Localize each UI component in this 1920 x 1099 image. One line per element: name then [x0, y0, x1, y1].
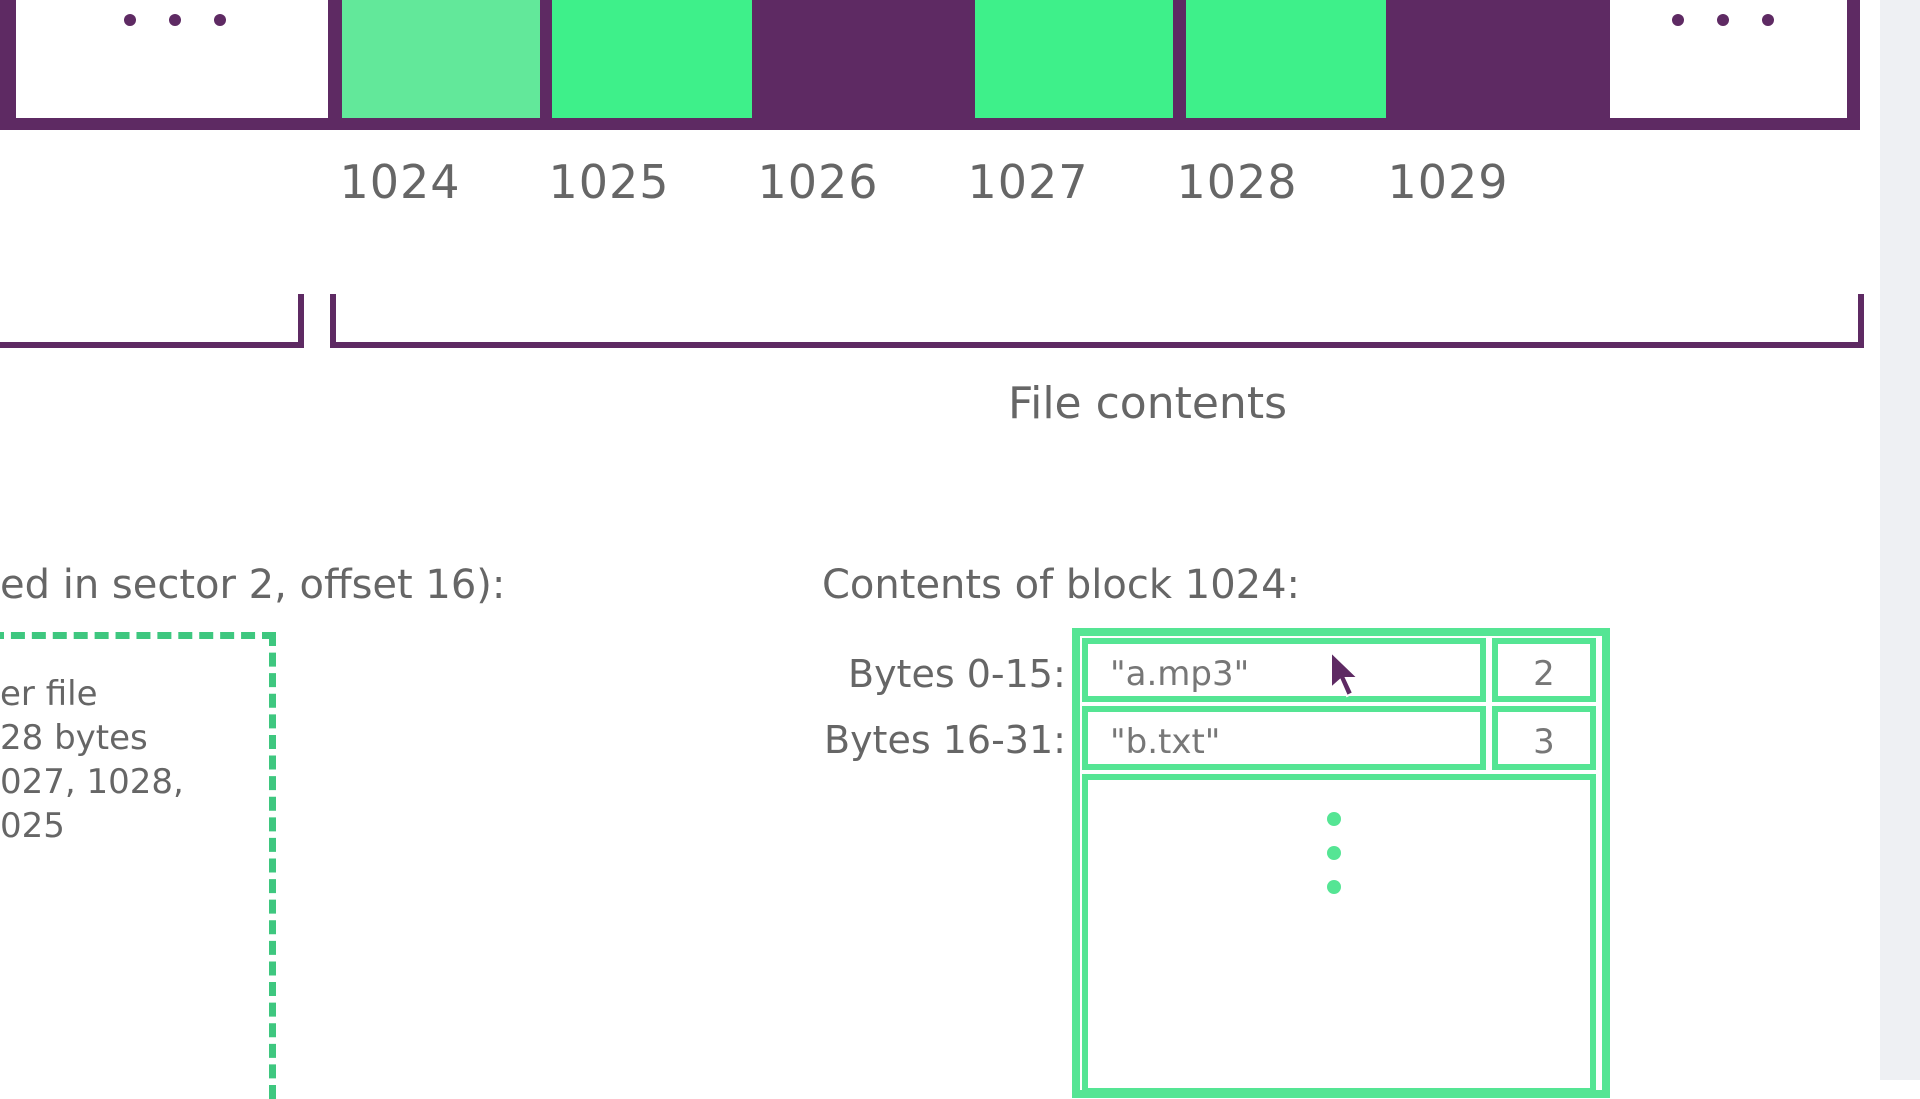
- disk-block-strip: [0, 0, 1860, 130]
- directory-entry-line: er file: [0, 674, 98, 714]
- table-cell-name: "a.mp3": [1082, 638, 1486, 702]
- table-cell-sector: 3: [1492, 706, 1596, 770]
- file-contents-bracket: [330, 294, 1864, 348]
- mouse-cursor-icon: [1330, 650, 1361, 698]
- block-number: 1025: [548, 155, 670, 209]
- row-label: Bytes 0-15:: [848, 652, 1066, 696]
- block-ellipsis-right: [1610, 0, 1847, 118]
- directory-entry-line: 025: [0, 806, 65, 846]
- row-label: Bytes 16-31:: [824, 718, 1066, 762]
- block-number: 1026: [757, 155, 879, 209]
- block-number: 1024: [339, 155, 461, 209]
- table-cell-sector: 2: [1492, 638, 1596, 702]
- block-number: 1028: [1176, 155, 1298, 209]
- ellipsis-icon: [1672, 14, 1774, 26]
- metadata-bracket: [0, 294, 304, 348]
- block-1024: [342, 0, 540, 118]
- directory-entry-line: 28 bytes: [0, 718, 148, 758]
- vertical-ellipsis-icon: [1327, 812, 1341, 894]
- file-contents-label: File contents: [1008, 378, 1287, 429]
- ellipsis-icon: [124, 14, 226, 26]
- directory-entry-heading: ed in sector 2, offset 16):: [0, 562, 506, 608]
- block-number: 1027: [967, 155, 1089, 209]
- directory-entry-box: [0, 632, 276, 1099]
- directory-entry-line: 027, 1028,: [0, 762, 184, 802]
- block-1027: [975, 0, 1173, 118]
- block-1025: [552, 0, 752, 118]
- table-cell-name: "b.txt": [1082, 706, 1486, 770]
- block-contents-heading: Contents of block 1024:: [822, 562, 1301, 608]
- block-number: 1029: [1387, 155, 1509, 209]
- block-ellipsis-left: [16, 0, 328, 118]
- background-edge: [1880, 0, 1920, 1080]
- block-1028: [1186, 0, 1386, 118]
